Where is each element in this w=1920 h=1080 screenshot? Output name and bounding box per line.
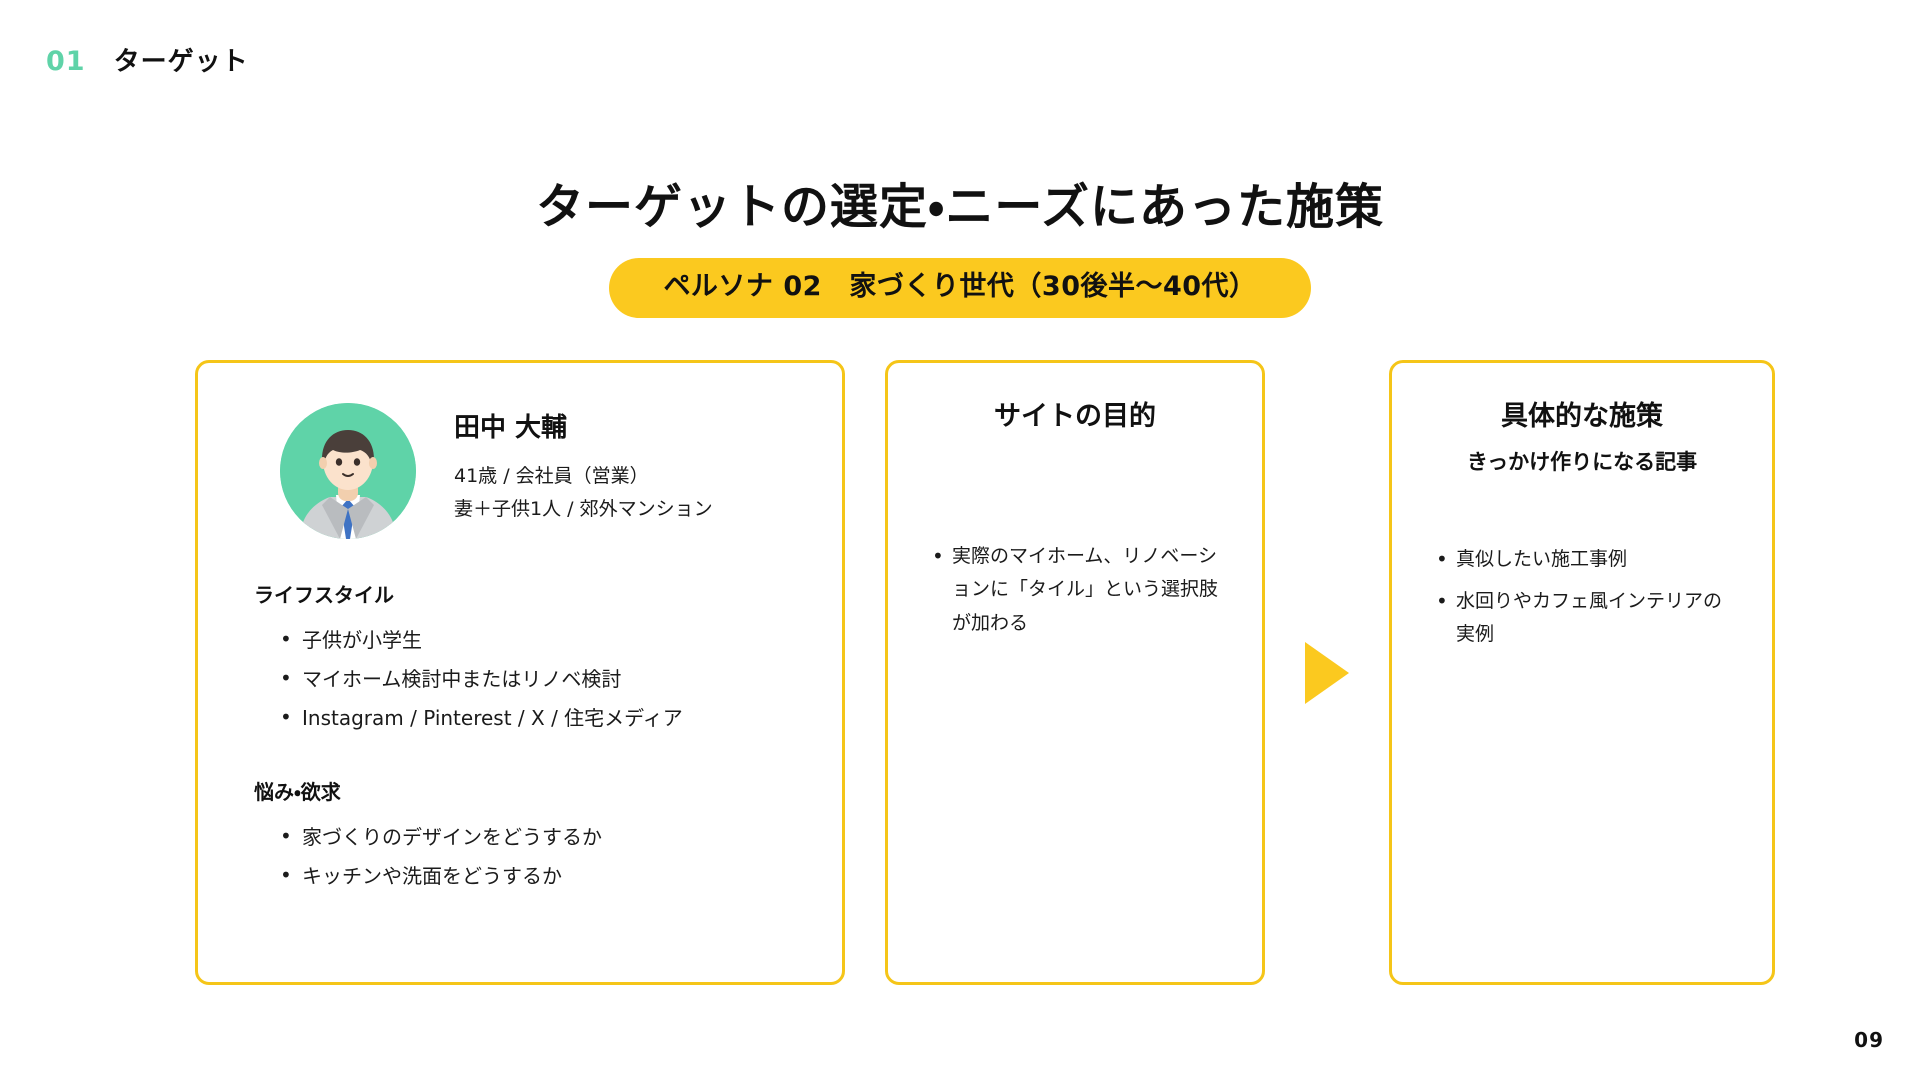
group-title: 悩み・欲求 <box>254 780 341 804</box>
list-item: 家づくりのデザインをどうするか <box>278 817 796 857</box>
group-title: ライフスタイル <box>254 583 394 607</box>
card-heading: 具体的な施策 <box>1501 401 1663 432</box>
purpose-list: 実際のマイホーム、リノベーションに「タイル」という選択肢が加わる <box>922 539 1228 640</box>
measures-card: 具体的な施策 きっかけ作りになる記事 真似したい施工事例 水回りやカフェ風インテ… <box>1389 360 1775 985</box>
cards-row: 田中 大輔 41歳 / 会社員（営業） 妻＋子供1人 / 郊外マンション ライフ… <box>195 360 1775 985</box>
list-item: 水回りやカフェ風インテリアの実例 <box>1434 584 1738 652</box>
arrow-right-icon <box>1305 641 1349 704</box>
list-item: マイホーム検討中またはリノベ検討 <box>278 659 796 699</box>
slide-header: 01 ターゲット <box>46 48 249 75</box>
persona-group-lifestyle: ライフスタイル 子供が小学生 マイホーム検討中またはリノベ検討 Instagra… <box>254 581 796 738</box>
page-title: ターゲットの選定・ニーズにあった施策 <box>536 179 1384 236</box>
persona-meta: 田中 大輔 41歳 / 会社員（営業） 妻＋子供1人 / 郊外マンション <box>454 403 713 527</box>
person-avatar-icon <box>280 403 416 539</box>
persona-name: 田中 大輔 <box>454 413 568 443</box>
persona-detail-line-1: 41歳 / 会社員（営業） <box>454 465 649 488</box>
purpose-list-wrapper: 実際のマイホーム、リノベーションに「タイル」という選択肢が加わる <box>922 539 1228 640</box>
card-subheading: きっかけ作りになる記事 <box>1466 450 1698 475</box>
arrow-gap <box>1265 360 1389 985</box>
needs-list: 家づくりのデザインをどうするか キッチンや洗面をどうするか <box>254 817 796 896</box>
persona-card: 田中 大輔 41歳 / 会社員（営業） 妻＋子供1人 / 郊外マンション ライフ… <box>195 360 845 985</box>
persona-body: ライフスタイル 子供が小学生 マイホーム検討中またはリノベ検討 Instagra… <box>244 581 796 896</box>
persona-detail-line-2: 妻＋子供1人 / 郊外マンション <box>454 498 713 521</box>
measures-list: 真似したい施工事例 水回りやカフェ風インテリアの実例 <box>1426 542 1738 652</box>
measures-list-wrapper: 真似したい施工事例 水回りやカフェ風インテリアの実例 <box>1426 542 1738 652</box>
section-label: ターゲット <box>113 46 249 77</box>
site-purpose-card: サイトの目的 実際のマイホーム、リノベーションに「タイル」という選択肢が加わる <box>885 360 1265 985</box>
card-heading: サイトの目的 <box>994 401 1156 432</box>
persona-badge: ペルソナ 02 家づくり世代（30後半〜40代） <box>609 258 1311 319</box>
list-item: キッチンや洗面をどうするか <box>278 856 796 896</box>
persona-badge-wrapper: ペルソナ 02 家づくり世代（30後半〜40代） <box>0 258 1920 319</box>
lifestyle-list: 子供が小学生 マイホーム検討中またはリノベ検討 Instagram / Pint… <box>254 620 796 738</box>
list-item: 真似したい施工事例 <box>1434 542 1738 577</box>
list-item: 子供が小学生 <box>278 620 796 660</box>
section-number: 01 <box>46 46 86 77</box>
page-number: 09 <box>1854 1028 1884 1052</box>
list-item: 実際のマイホーム、リノベーションに「タイル」という選択肢が加わる <box>930 539 1228 640</box>
persona-group-needs: 悩み・欲求 家づくりのデザインをどうするか キッチンや洗面をどうするか <box>254 778 796 896</box>
persona-header: 田中 大輔 41歳 / 会社員（営業） 妻＋子供1人 / 郊外マンション <box>244 403 796 539</box>
list-item: Instagram / Pinterest / X / 住宅メディア <box>278 698 796 738</box>
